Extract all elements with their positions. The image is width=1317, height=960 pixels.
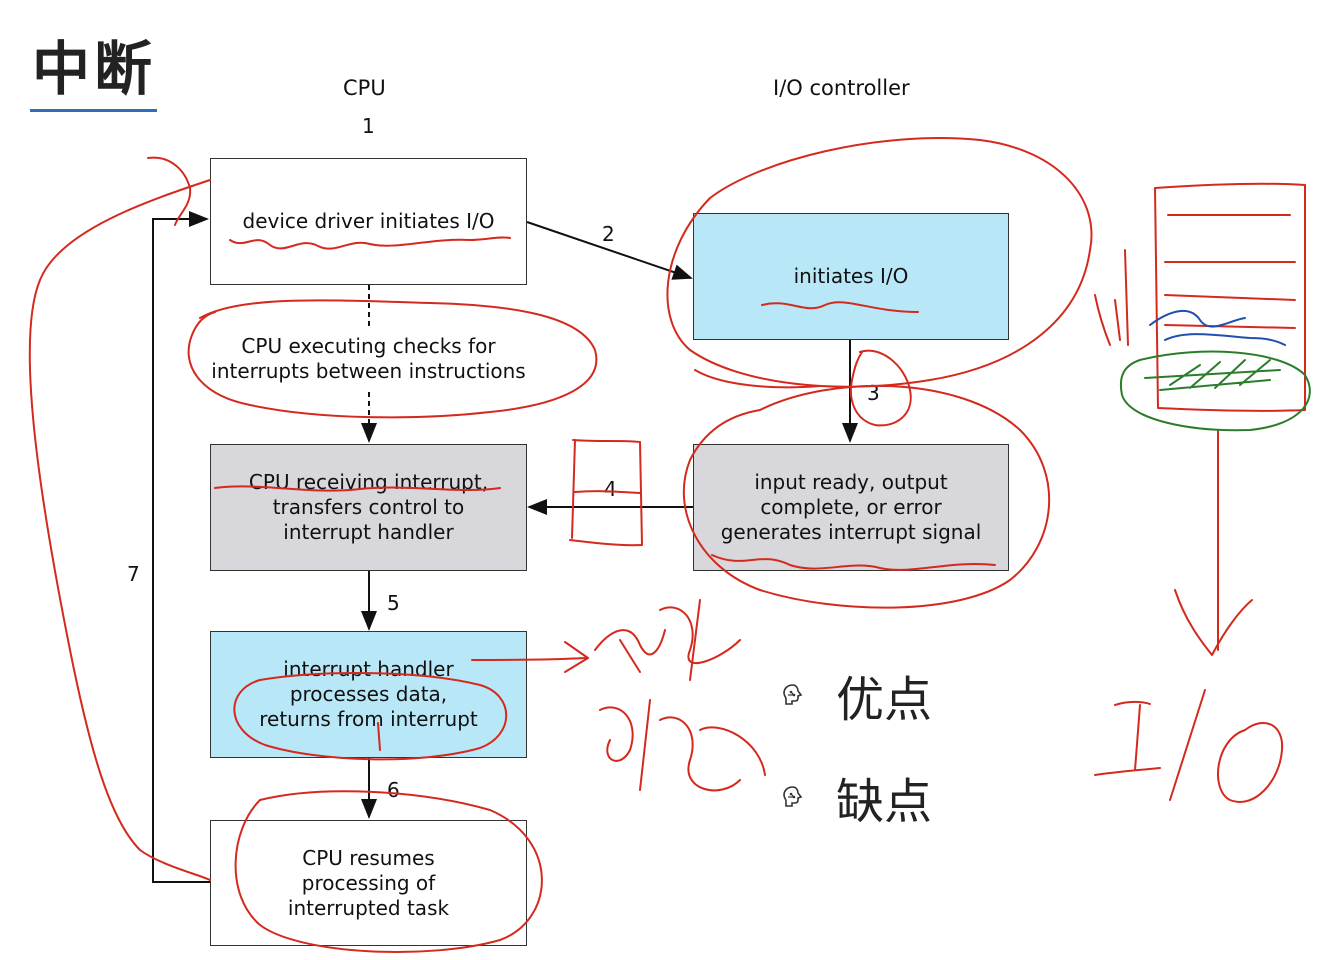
io-initiates-box: initiates I/O (693, 213, 1009, 340)
advantages-label: 优点 (836, 672, 933, 728)
cpu-receiving-interrupt-box: CPU receiving interrupt, transfers contr… (210, 444, 527, 571)
cpu-checks-text: CPU executing checks for interrupts betw… (211, 334, 526, 383)
interrupt-handler-box: interrupt handler processes data, return… (210, 631, 527, 758)
arrow-step-2 (526, 221, 693, 280)
step-number-1: 1 (362, 114, 375, 138)
column-header-cpu: CPU (343, 76, 386, 100)
page-title: 中断 (32, 35, 157, 103)
cpu-resumes-label: CPU resumes processing of interrupted ta… (287, 845, 450, 920)
bullet-disadvantages: 缺点 (780, 762, 932, 832)
step-number-4: 4 (604, 477, 617, 501)
brain-chip-icon (783, 684, 803, 705)
step-number-3: 3 (867, 381, 880, 405)
step-number-7: 7 (127, 562, 140, 586)
device-driver-box: device driver initiates I/O (210, 158, 527, 285)
cpu-receiving-label: CPU receiving interrupt, transfers contr… (248, 470, 489, 544)
io-ready-box: input ready, output complete, or error g… (693, 444, 1009, 571)
brain-chip-icon (783, 786, 803, 807)
title-underline (30, 109, 157, 112)
device-driver-label: device driver initiates I/O (242, 209, 495, 233)
column-header-io-controller: I/O controller (773, 76, 910, 100)
step-number-6: 6 (387, 778, 400, 802)
bullet-advantages: 优点 (780, 660, 932, 730)
disadvantages-label: 缺点 (836, 774, 933, 830)
io-ready-label: input ready, output complete, or error g… (720, 470, 982, 544)
cpu-resumes-box: CPU resumes processing of interrupted ta… (210, 820, 527, 946)
io-initiates-label: initiates I/O (793, 264, 909, 288)
step-number-2: 2 (602, 222, 615, 246)
arrow-step-7-loop (152, 211, 210, 883)
interrupt-handler-label: interrupt handler processes data, return… (259, 657, 478, 731)
step-number-5: 5 (387, 591, 400, 615)
